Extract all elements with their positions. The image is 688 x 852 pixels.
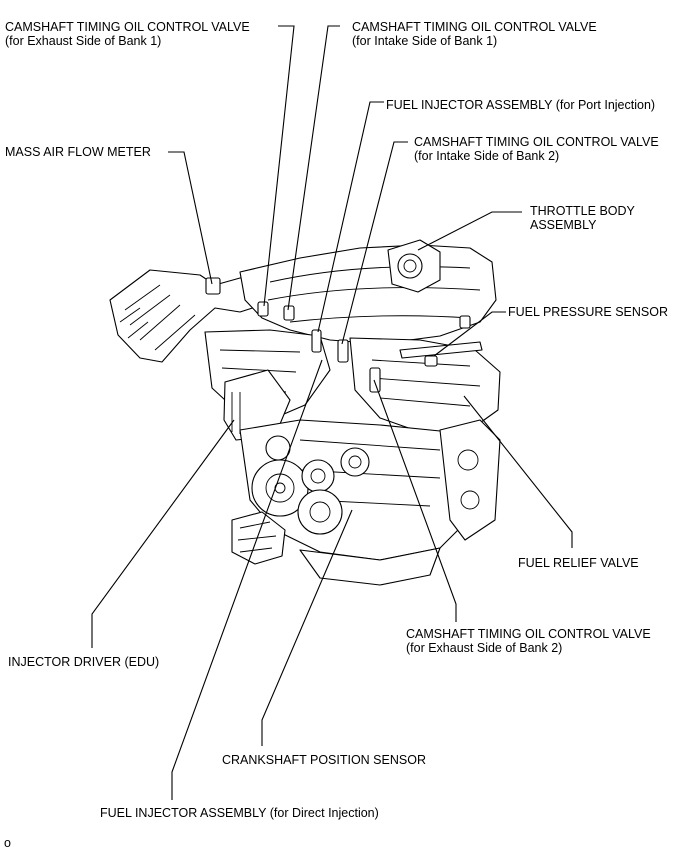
label-cam-exh-bank2: CAMSHAFT TIMING OIL CONTROL VALVE (for E… bbox=[406, 627, 651, 655]
label-line: CAMSHAFT TIMING OIL CONTROL VALVE bbox=[5, 20, 250, 34]
leader-fuel-inj-port bbox=[317, 101, 384, 333]
leader-maf bbox=[168, 151, 213, 285]
label-line: CAMSHAFT TIMING OIL CONTROL VALVE bbox=[406, 627, 651, 641]
label-fuel-injector-direct: FUEL INJECTOR ASSEMBLY (for Direct Injec… bbox=[100, 806, 379, 820]
leader-throttle bbox=[417, 211, 522, 251]
label-line: CAMSHAFT TIMING OIL CONTROL VALVE bbox=[414, 135, 659, 149]
label-cam-int-bank2: CAMSHAFT TIMING OIL CONTROL VALVE (for I… bbox=[414, 135, 659, 163]
leader-fuel-inj-direct bbox=[171, 359, 323, 800]
leader-cam-exh-b2 bbox=[373, 379, 457, 622]
label-throttle-body: THROTTLE BODY ASSEMBLY bbox=[530, 204, 635, 232]
label-line: INJECTOR DRIVER (EDU) bbox=[8, 655, 160, 669]
leader-cam-int-b1 bbox=[287, 25, 340, 311]
label-fuel-relief-valve: FUEL RELIEF VALVE bbox=[518, 556, 639, 570]
label-line: (for Intake Side of Bank 1) bbox=[352, 34, 498, 48]
label-crankshaft-position-sensor: CRANKSHAFT POSITION SENSOR bbox=[222, 753, 426, 767]
engine-body bbox=[109, 239, 501, 586]
leader-crank bbox=[261, 509, 353, 746]
footer-code: o bbox=[4, 836, 11, 850]
label-line: (for Intake Side of Bank 2) bbox=[414, 149, 560, 163]
label-cam-int-bank1: CAMSHAFT TIMING OIL CONTROL VALVE (for I… bbox=[352, 20, 597, 48]
label-line: ASSEMBLY bbox=[530, 218, 597, 232]
leader-fuel-relief bbox=[463, 395, 573, 548]
leader-lines bbox=[91, 25, 573, 800]
label-line: FUEL INJECTOR ASSEMBLY (for Port Injecti… bbox=[386, 98, 656, 112]
label-fuel-pressure-sensor: FUEL PRESSURE SENSOR bbox=[508, 305, 668, 319]
label-line: FUEL PRESSURE SENSOR bbox=[508, 305, 668, 319]
label-mass-air-flow-meter: MASS AIR FLOW METER bbox=[5, 145, 151, 159]
leader-cam-exh-b1 bbox=[263, 25, 295, 307]
label-line: (for Exhaust Side of Bank 1) bbox=[5, 34, 162, 48]
label-line: FUEL RELIEF VALVE bbox=[518, 556, 639, 570]
label-line: FUEL INJECTOR ASSEMBLY (for Direct Injec… bbox=[100, 806, 379, 820]
label-fuel-injector-port: FUEL INJECTOR ASSEMBLY (for Port Injecti… bbox=[386, 98, 655, 112]
leader-fuel-pressure bbox=[433, 311, 506, 357]
label-cam-exh-bank1: CAMSHAFT TIMING OIL CONTROL VALVE (for E… bbox=[5, 20, 250, 48]
label-injector-driver: INJECTOR DRIVER (EDU) bbox=[8, 655, 159, 669]
label-line: MASS AIR FLOW METER bbox=[5, 145, 151, 159]
leader-injector-driver bbox=[91, 419, 235, 648]
label-line: CAMSHAFT TIMING OIL CONTROL VALVE bbox=[352, 20, 597, 34]
label-line: THROTTLE BODY bbox=[530, 204, 635, 218]
leader-cam-int-b2 bbox=[341, 141, 408, 345]
label-line: (for Exhaust Side of Bank 2) bbox=[406, 641, 563, 655]
label-line: CRANKSHAFT POSITION SENSOR bbox=[222, 753, 426, 767]
